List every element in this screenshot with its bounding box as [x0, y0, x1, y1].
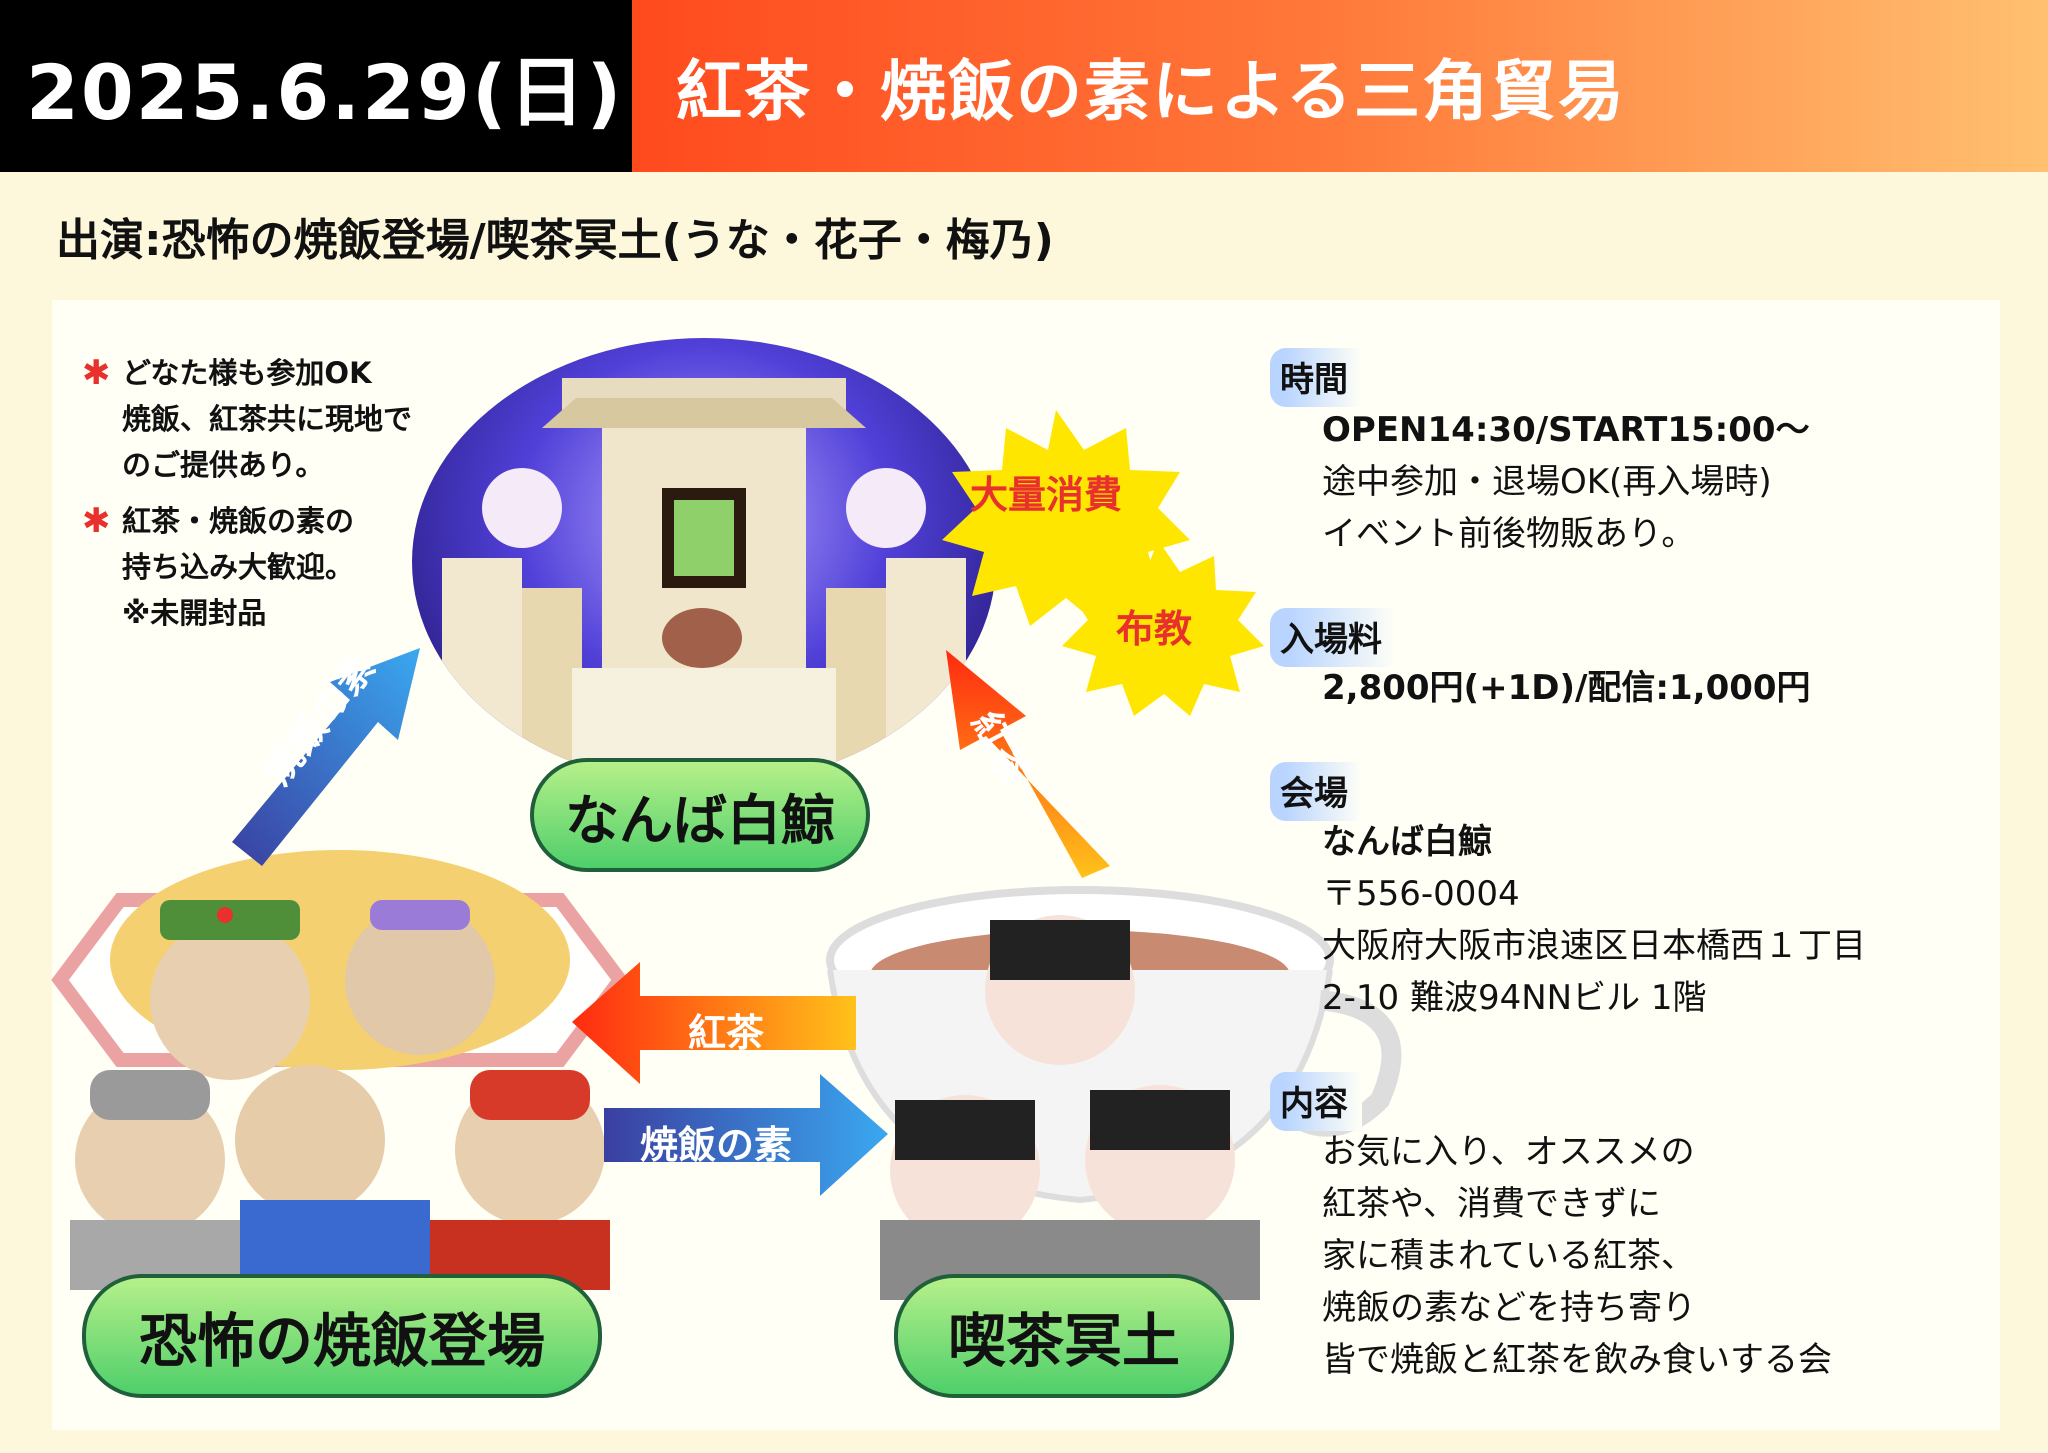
venue-postal: 〒556-0004 [1322, 874, 1520, 914]
content-line-5: 皆で焼飯と紅茶を飲み食いする会 [1322, 1340, 1832, 1380]
arrow-to-left [572, 962, 856, 1084]
group-left-pill: 恐怖の焼飯登場 [82, 1274, 602, 1398]
notes: ✱ どなた様も参加OK 焼飯、紅茶共に現地で のご提供あり。 ✱ 紅茶・焼飯の素… [82, 350, 412, 646]
venue-label-pill: なんば白鯨 [530, 758, 870, 872]
fee-line: 2,800円(+1D)/配信:1,000円 [1322, 668, 1811, 708]
fried-rice-group-illustration [51, 850, 629, 1290]
time-line-3: イベント前後物販あり。 [1322, 514, 1696, 554]
venue-address-1: 大阪府大阪市浪速区日本橋西１丁目 [1322, 926, 1866, 966]
asterisk-icon: ✱ [82, 501, 111, 541]
arrow-label-to-left: 紅茶 [688, 1011, 765, 1055]
note-1: ✱ どなた様も参加OK 焼飯、紅茶共に現地で のご提供あり。 [82, 350, 412, 488]
note-line: ※未開封品 [122, 596, 267, 630]
shrine-illustration [442, 378, 966, 786]
content-line-4: 焼飯の素などを持ち寄り [1322, 1288, 1696, 1328]
note-line: 紅茶・焼飯の素の [122, 504, 355, 538]
group-right-pill: 喫茶冥土 [894, 1274, 1234, 1398]
content-line-2: 紅茶や、消費できずに [1322, 1184, 1661, 1224]
note-line: 焼飯、紅茶共に現地で [122, 402, 413, 436]
venue-name: なんば白鯨 [1322, 822, 1492, 862]
time-heading: 時間 [1270, 348, 1362, 407]
note-line: のご提供あり。 [122, 448, 325, 482]
fee-heading: 入場料 [1270, 608, 1396, 667]
content-line-1: お気に入り、オススメの [1322, 1132, 1695, 1172]
content-heading: 内容 [1270, 1072, 1362, 1131]
event-date: 2025.6.29(日) [0, 0, 632, 172]
arrow-label-to-right: 焼飯の素 [640, 1123, 793, 1167]
content-line-3: 家に積まれている紅茶、 [1322, 1236, 1695, 1276]
note-line: どなた様も参加OK [122, 356, 372, 390]
venue-heading: 会場 [1270, 762, 1362, 821]
arrow-up-right [946, 650, 1110, 878]
header: 2025.6.29(日) 紅茶・焼飯の素による三角貿易 [0, 0, 2048, 172]
time-line-1: OPEN14:30/START15:00〜 [1322, 410, 1810, 450]
venue-address-2: 2-10 難波94NNビル 1階 [1322, 978, 1707, 1018]
venue-photo [412, 338, 996, 786]
burst-label-1: 大量消費 [970, 473, 1123, 517]
arrow-to-right [604, 1074, 888, 1196]
performers-line: 出演:恐怖の焼飯登場/喫茶冥土(うな・花子・梅乃) [56, 215, 1054, 266]
asterisk-icon: ✱ [82, 353, 111, 393]
burst-label-2: 布教 [1116, 607, 1193, 651]
burst-propagation [1062, 540, 1264, 716]
event-title: 紅茶・焼飯の素による三角貿易 [632, 0, 2048, 172]
time-line-2: 途中参加・退場OK(再入場時) [1322, 462, 1772, 502]
note-2: ✱ 紅茶・焼飯の素の 持ち込み大歓迎。 ※未開封品 [82, 498, 412, 636]
arrow-up-left [232, 648, 420, 866]
note-line: 持ち込み大歓迎。 [122, 550, 355, 584]
